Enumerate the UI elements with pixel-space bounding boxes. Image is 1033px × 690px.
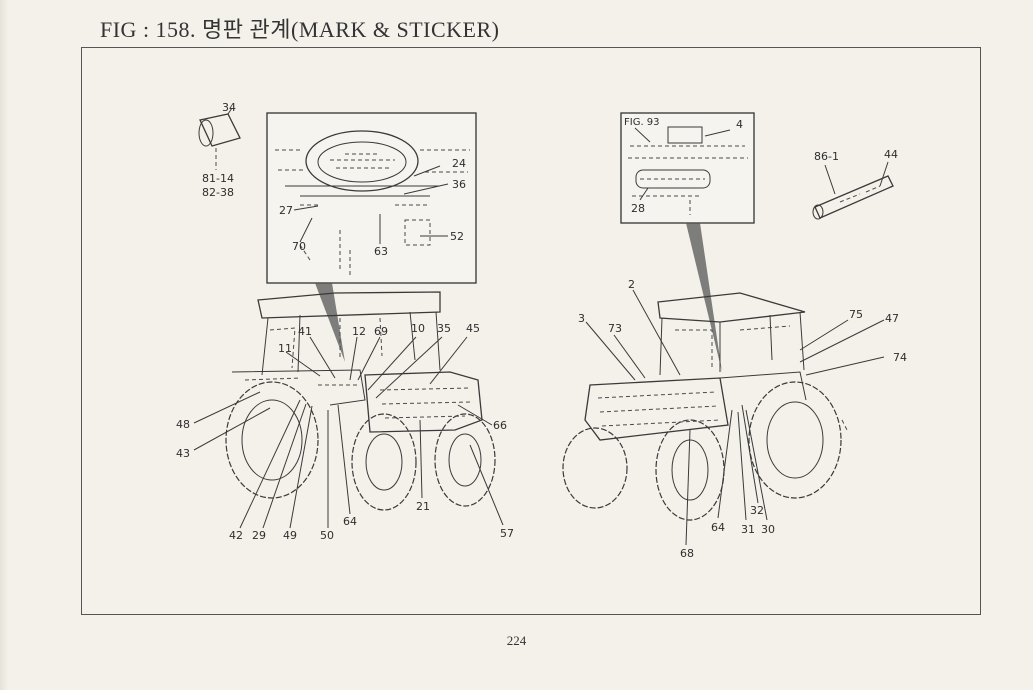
callout-44: 44 xyxy=(884,148,898,161)
callout-35: 35 xyxy=(437,322,451,335)
callout-4: 4 xyxy=(736,118,743,131)
callout-81-14: 81-14 xyxy=(202,172,234,185)
callout-70: 70 xyxy=(292,240,306,253)
callout-41: 41 xyxy=(298,325,312,338)
dashboard-inset: 24 36 27 70 63 52 xyxy=(266,112,477,284)
callout-28: 28 xyxy=(631,202,645,215)
callout-36: 36 xyxy=(452,178,466,191)
callout-49: 49 xyxy=(283,529,297,542)
decal-strip-part: 86-1 44 xyxy=(812,148,898,220)
callout-82-38: 82-38 xyxy=(202,186,234,199)
callout-30: 30 xyxy=(761,523,775,536)
figure-reference: FIG. 93 xyxy=(624,117,660,128)
figure-title: FIG : 158. 명판 관계(MARK & STICKER) xyxy=(100,17,500,42)
callout-64-right: 64 xyxy=(711,521,725,534)
callout-12: 12 xyxy=(352,325,366,338)
callout-24: 24 xyxy=(452,157,466,170)
callout-21: 21 xyxy=(416,500,430,513)
page-number: 224 xyxy=(506,633,527,648)
callout-75: 75 xyxy=(849,308,863,321)
page-edge-shadow xyxy=(0,0,8,690)
figure-frame xyxy=(81,47,981,615)
callout-63: 63 xyxy=(374,245,388,258)
callout-34: 34 xyxy=(222,101,236,114)
callout-64-left: 64 xyxy=(343,515,357,528)
callout-48: 48 xyxy=(176,418,190,431)
tractor-front-left-view: 41 12 69 10 35 45 11 48 43 66 21 57 42 2… xyxy=(176,291,514,542)
callout-2: 2 xyxy=(628,278,635,291)
zoom-pointer-left xyxy=(315,283,345,362)
callout-42: 42 xyxy=(229,529,243,542)
callout-50: 50 xyxy=(320,529,334,542)
callout-86-1: 86-1 xyxy=(814,150,839,163)
callout-52: 52 xyxy=(450,230,464,243)
callout-47: 47 xyxy=(885,312,899,325)
callout-27: 27 xyxy=(279,204,293,217)
callout-73: 73 xyxy=(608,322,622,335)
callout-29: 29 xyxy=(252,529,266,542)
fig93-inset: FIG. 93 4 28 xyxy=(620,112,755,224)
callout-10: 10 xyxy=(411,322,425,335)
callout-32: 32 xyxy=(750,504,764,517)
callout-69: 69 xyxy=(374,325,388,338)
callout-31: 31 xyxy=(741,523,755,536)
callout-3: 3 xyxy=(578,312,585,325)
callout-66: 66 xyxy=(493,419,507,432)
callout-43: 43 xyxy=(176,447,190,460)
callout-57: 57 xyxy=(500,527,514,540)
tractor-front-right-view: 2 3 73 75 47 74 32 64 31 30 68 xyxy=(562,278,907,560)
callout-11: 11 xyxy=(278,342,292,355)
callout-74: 74 xyxy=(893,351,907,364)
sticker-roll-part: 34 81-14 82-38 xyxy=(198,101,241,199)
callout-45: 45 xyxy=(466,322,480,335)
callout-68: 68 xyxy=(680,547,694,560)
